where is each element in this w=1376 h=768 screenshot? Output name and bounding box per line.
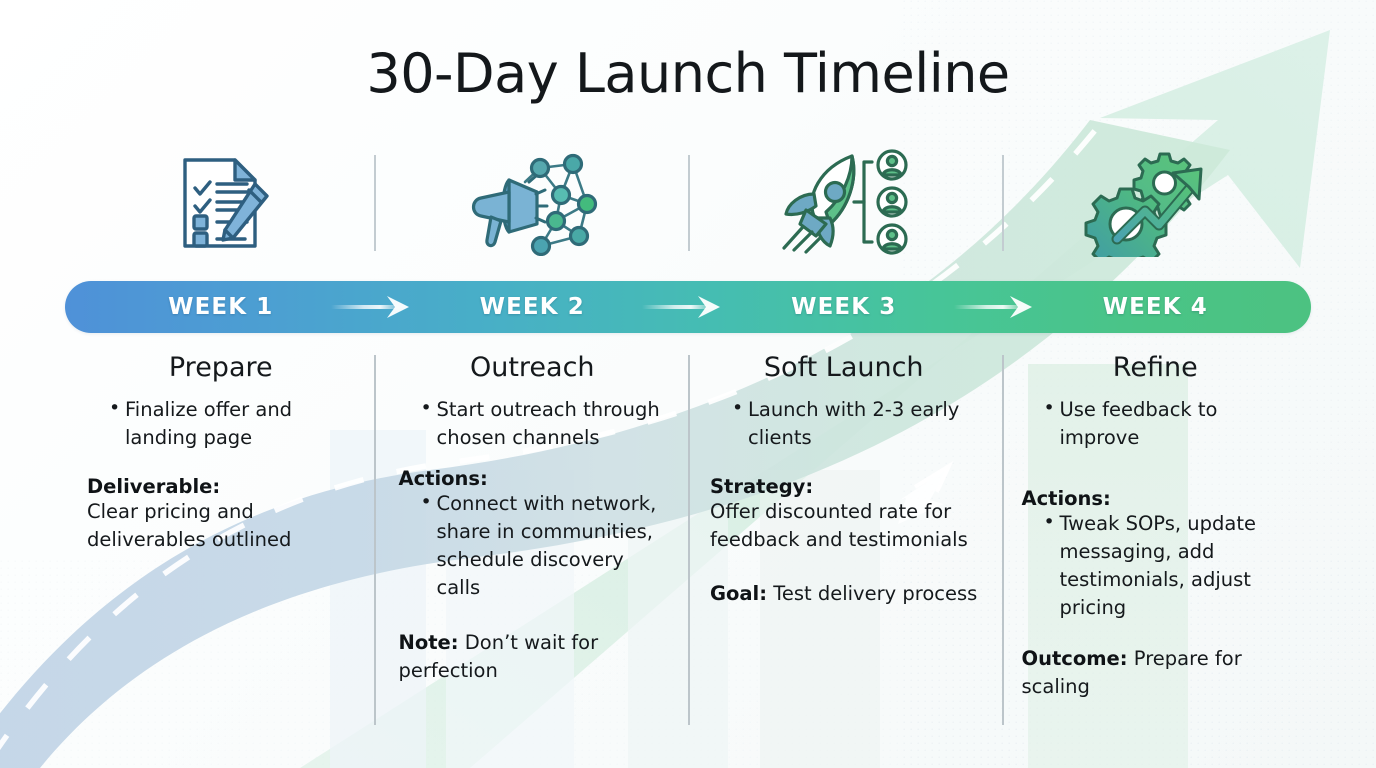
list-item: Launch with 2-3 early clients [732, 395, 978, 453]
block-label: Goal: [710, 582, 768, 606]
week-segment-4[interactable]: WEEK 4 [1000, 281, 1312, 333]
week-label-4: WEEK 4 [1102, 294, 1208, 320]
column-heading-2: Outreach [469, 352, 595, 383]
block-label: Outcome: [1021, 646, 1128, 670]
block-label: Deliverable: [87, 474, 221, 498]
megaphone-network-icon [472, 153, 598, 256]
column-block-4-1: Outcome: Prepare for scaling [1022, 645, 1290, 702]
column-bullets-2: Start outreach through chosen channels [399, 395, 667, 453]
block-inline-paragraph: Goal: Test delivery process [710, 580, 978, 608]
list-item: Use feedback to improve [1044, 395, 1290, 453]
week-label-2: WEEK 2 [479, 294, 585, 320]
list-item: Tweak SOPs, update messaging, add testim… [1044, 509, 1290, 623]
week-segment-2[interactable]: WEEK 2 [377, 281, 720, 333]
column-block-3-1: Goal: Test delivery process [710, 580, 978, 608]
column-week-1: Prepare Finalize offer and landing page … [65, 352, 377, 752]
column-block-2-1: Note: Don’t wait for perfection [399, 629, 667, 686]
week-segment-3[interactable]: WEEK 3 [688, 281, 1032, 333]
icon-cell-week-4 [1000, 142, 1312, 262]
block-label: Note: [398, 630, 459, 654]
block-bullets: Tweak SOPs, update messaging, add testim… [1022, 509, 1290, 623]
block-label: Actions: [1021, 486, 1111, 510]
column-block-2-0: Actions: Connect with network, share in … [399, 467, 667, 603]
week-label-3: WEEK 3 [791, 294, 897, 320]
column-week-4: Refine Use feedback to improve Actions: … [1000, 352, 1312, 752]
block-text: Test delivery process [773, 582, 978, 606]
block-bullets: Connect with network, share in communiti… [399, 489, 667, 603]
column-week-3: Soft Launch Launch with 2-3 early client… [688, 352, 1000, 752]
list-item: Finalize offer and landing page [109, 395, 355, 453]
column-bullets-1: Finalize offer and landing page [87, 395, 355, 453]
block-label: Actions: [398, 466, 488, 490]
checklist-document-pencil-icon [183, 158, 269, 248]
rocket-clients-icon [782, 149, 908, 255]
page-title: 30-Day Launch Timeline [366, 42, 1010, 105]
icon-cell-week-1 [65, 142, 377, 262]
block-text: Clear pricing and deliverables outlined [87, 499, 292, 551]
block-text: Offer discounted rate for feedback and t… [710, 499, 968, 551]
column-block-4-0: Actions: Tweak SOPs, update messaging, a… [1022, 487, 1290, 623]
gears-growth-arrow-icon [1084, 152, 1203, 257]
column-heading-4: Refine [1112, 352, 1198, 383]
column-week-2: Outreach Start outreach through chosen c… [377, 352, 689, 752]
column-bullets-3: Launch with 2-3 early clients [710, 395, 978, 453]
block-label: Strategy: [710, 474, 814, 498]
column-block-1-0: Deliverable: Clear pricing and deliverab… [87, 475, 355, 555]
column-bullets-4: Use feedback to improve [1022, 395, 1290, 453]
icons-row [65, 142, 1311, 262]
week-label-1: WEEK 1 [168, 294, 274, 320]
column-heading-1: Prepare [168, 352, 273, 383]
block-inline-paragraph: Note: Don’t wait for perfection [399, 629, 667, 686]
content-columns: Prepare Finalize offer and landing page … [65, 352, 1311, 752]
list-item: Connect with network, share in communiti… [421, 489, 667, 603]
icon-cell-week-2 [377, 142, 689, 262]
list-item: Start outreach through chosen channels [421, 395, 667, 453]
icon-cell-week-3 [688, 142, 1000, 262]
column-heading-3: Soft Launch [763, 352, 924, 383]
week-segment-1[interactable]: WEEK 1 [65, 281, 409, 333]
block-inline-paragraph: Outcome: Prepare for scaling [1022, 645, 1290, 702]
column-block-3-0: Strategy: Offer discounted rate for feed… [710, 475, 978, 555]
week-timeline-bar: WEEK 1 WEEK 2 [65, 281, 1311, 333]
